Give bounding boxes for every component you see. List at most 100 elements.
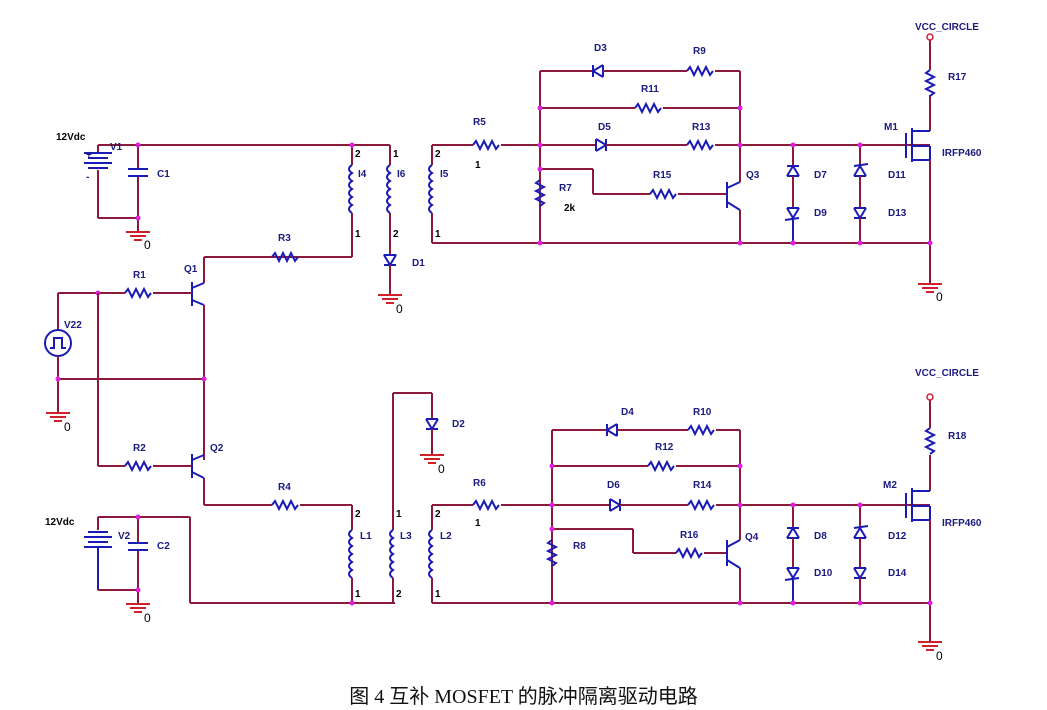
pin-label: 2 [393,229,399,240]
q3-label: Q3 [746,170,760,181]
d5-diode [595,138,607,152]
pin-label: 2 [355,509,361,520]
d12-zener [853,525,869,539]
q4-label: Q4 [745,532,759,543]
d1-diode [383,254,397,266]
r9-resistor [686,64,714,78]
m2-label: M2 [883,480,897,491]
r7-value: 2k [564,203,576,214]
d8-label: D8 [814,531,827,542]
pin-label: 2 [355,149,361,160]
i4-label: I4 [358,169,367,180]
v1-value-label: 12Vdc [56,132,86,143]
r14-resistor [687,498,715,512]
r11-label: R11 [641,84,659,95]
r16-label: R16 [680,530,699,541]
v22-pulse-source [44,329,72,357]
vcc-terminal-icon [926,393,934,401]
svg-text:+: + [86,150,92,161]
figure-caption: 图 4 互补 MOSFET 的脉冲隔离驱动电路 [349,686,698,708]
q3-transistor [726,181,741,211]
r12-label: R12 [655,442,674,453]
d12-label: D12 [888,531,907,542]
r3-label: R3 [278,233,291,244]
r10-resistor [687,423,715,437]
inductor-i5 [428,164,434,214]
i5-label: I5 [440,169,449,180]
inductor-l3 [389,529,395,579]
schematic: + - [44,22,982,663]
r2-resistor [124,459,152,473]
c1-label: C1 [157,169,170,180]
pin-label: 1 [393,149,399,160]
svg-text:-: - [86,172,89,183]
ground-label: 0 [936,290,943,304]
r8-label: R8 [573,541,586,552]
m1-part-label: IRFP460 [942,148,982,159]
r6-label: R6 [473,478,486,489]
ground-label: 0 [438,462,445,476]
d6-label: D6 [607,480,620,491]
r5-label: R5 [473,117,486,128]
d8-zener [786,527,800,539]
d3-diode [592,64,604,78]
c2-label: C2 [157,541,170,552]
r13-resistor [686,138,714,152]
d1-label: D1 [412,258,425,269]
d13-diode [853,207,867,219]
r1-label: R1 [133,270,146,281]
r3-resistor [271,250,299,264]
r4-resistor [271,498,299,512]
r17-label: R17 [948,72,967,83]
pin-label: 1 [435,589,441,600]
c1-capacitor [128,145,148,232]
d6-diode [609,498,621,512]
r10-label: R10 [693,407,712,418]
d4-label: D4 [621,407,634,418]
v1-source: + - [84,145,112,218]
pin-label: 1 [355,229,361,240]
d10-label: D10 [814,568,833,579]
d7-zener [786,165,800,177]
v22-label: V22 [64,320,82,331]
pin-label: 1 [355,589,361,600]
v2-label: V2 [118,531,131,542]
pin-label: 2 [435,509,441,520]
d9-label: D9 [814,208,827,219]
r11-resistor [634,101,662,115]
r13-label: R13 [692,122,711,133]
r8-resistor [545,539,559,567]
r18-label: R18 [948,431,967,442]
inductor-l2 [428,529,434,579]
ground-label: 0 [144,238,151,252]
q1-label: Q1 [184,264,198,275]
vcc-top-label: VCC_CIRCLE [915,22,979,33]
ground-label: 0 [936,649,943,663]
c2-capacitor [128,517,148,604]
l2-label: L2 [440,531,452,542]
q2-transistor [191,454,205,505]
m2-part-label: IRFP460 [942,518,982,529]
r17-resistor [923,69,937,97]
pin-label: 2 [435,149,441,160]
r12-resistor [647,459,675,473]
r2-label: R2 [133,443,146,454]
vcc-bottom-label: VCC_CIRCLE [915,368,979,379]
r7-label: R7 [559,183,572,194]
r18-resistor [923,427,937,455]
r6-value: 1 [475,518,481,529]
m1-label: M1 [884,122,898,133]
d2-diode [425,418,439,430]
d11-label: D11 [888,170,906,181]
d14-label: D14 [888,568,907,579]
d11-zener [853,163,869,177]
r15-resistor [649,187,677,201]
v2-value-label: 12Vdc [45,517,75,528]
r16-resistor [675,546,703,560]
l3-label: L3 [400,531,412,542]
i6-label: I6 [397,169,406,180]
r4-label: R4 [278,482,291,493]
m1-mosfet [905,128,931,162]
vcc-terminal-icon [926,33,934,41]
inductor-l1 [348,529,354,579]
